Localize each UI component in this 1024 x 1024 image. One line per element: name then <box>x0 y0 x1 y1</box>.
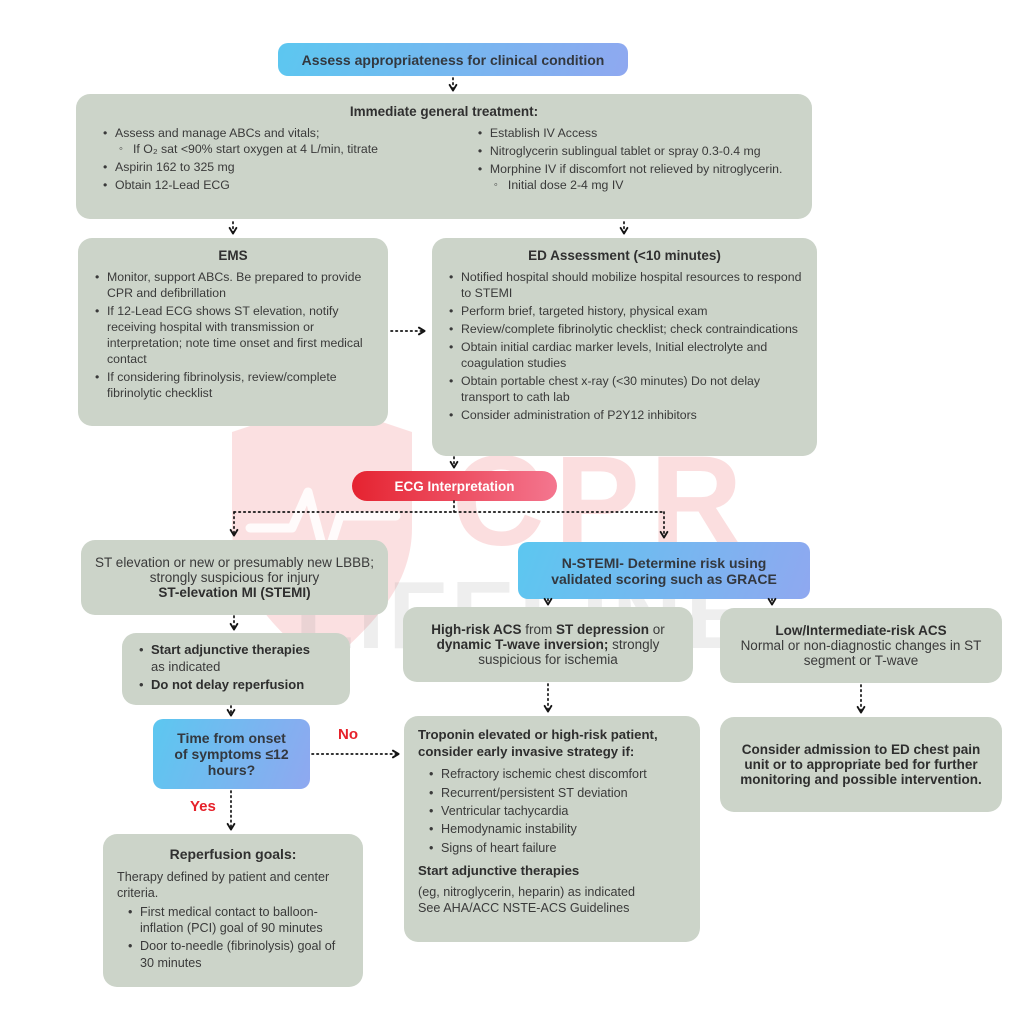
list-item: If considering fibrinolysis, review/comp… <box>92 370 374 402</box>
list-item-text: Morphine IV if discomfort not relieved b… <box>489 161 783 176</box>
list-item: Notified hospital should mobilize hospit… <box>446 270 803 302</box>
immediate-right-bullets: Establish IV Access Nitroglycerin sublin… <box>475 126 798 194</box>
list-item: Obtain portable chest x-ray (<30 minutes… <box>446 374 803 406</box>
node-title: Reperfusion goals: <box>169 846 297 862</box>
stemi-text: ST elevation or new or presumably new LB… <box>95 555 374 585</box>
list-subitem: Initial dose 2-4 mg IV <box>490 178 798 194</box>
list-item: Nitroglycerin sublingual tablet or spray… <box>475 144 798 160</box>
list-item: Start adjunctive therapies as indicated <box>136 642 310 676</box>
list-item: First medical contact to balloon-inflati… <box>125 904 349 937</box>
list-item: Refractory ischemic chest discomfort <box>426 766 686 783</box>
highrisk-normal-1: from <box>521 622 556 637</box>
immediate-columns: Assess and manage ABCs and vitals; If O₂… <box>90 126 798 196</box>
list-item: Assess and manage ABCs and vitals; If O₂… <box>100 126 449 158</box>
reperfusion-intro: Therapy defined by patient and center cr… <box>117 870 330 901</box>
node-highrisk-acs: High-risk ACS from ST depression or dyna… <box>403 607 693 682</box>
troponin-footer-line1: (eg, nitroglycerin, heparin) as indicate… <box>418 885 636 900</box>
troponin-footer-line2: See AHA/ACC NSTE-ACS Guidelines <box>418 901 630 916</box>
list-item: Perform brief, targeted history, physica… <box>446 304 803 320</box>
node-reperfusion: Reperfusion goals: Therapy defined by pa… <box>103 834 363 987</box>
stemi-bold-text: ST-elevation MI (STEMI) <box>158 585 311 600</box>
admission-text: Consider admission to ED chest pain unit… <box>740 742 982 787</box>
node-immediate-treatment: Immediate general treatment: Assess and … <box>76 94 812 219</box>
troponin-title: Troponin elevated or high-risk patient, … <box>418 727 658 760</box>
node-title: ED Assessment (<10 minutes) <box>528 248 721 263</box>
list-item: Hemodynamic instability <box>426 821 686 838</box>
list-item: Aspirin 162 to 325 mg <box>100 160 449 176</box>
list-item-bold: Do not delay reperfusion <box>151 677 305 693</box>
list-item: Obtain initial cardiac marker levels, In… <box>446 340 803 372</box>
list-item: Establish IV Access <box>475 126 798 142</box>
highrisk-bold-2: ST depression <box>555 622 650 637</box>
lowrisk-title: Low/Intermediate-risk ACS <box>775 623 947 638</box>
node-ecg-interpretation: ECG Interpretation <box>352 471 557 501</box>
node-ed-assessment: ED Assessment (<10 minutes) Notified hos… <box>432 238 817 456</box>
list-item: Monitor, support ABCs. Be prepared to pr… <box>92 270 374 302</box>
node-lowrisk-acs: Low/Intermediate-risk ACS Normal or non-… <box>720 608 1002 683</box>
highrisk-normal-3: strongly suspicious for ischemia <box>478 637 660 667</box>
node-time-label: Time from onset of symptoms ≤12 hours? <box>174 730 289 778</box>
troponin-subtitle: Start adjunctive therapies <box>418 863 580 879</box>
highrisk-text: High-risk ACS from ST depression or dyna… <box>417 622 679 667</box>
highrisk-normal-2: or <box>649 622 665 637</box>
list-item: Obtain 12-Lead ECG <box>100 178 449 194</box>
list-item: Review/complete fibrinolytic checklist; … <box>446 322 803 338</box>
node-adjunctive: Start adjunctive therapies as indicated … <box>122 633 350 705</box>
immediate-left-bullets: Assess and manage ABCs and vitals; If O₂… <box>100 126 449 194</box>
ed-bullets: Notified hospital should mobilize hospit… <box>446 270 803 424</box>
troponin-bullets: Refractory ischemic chest discomfort Rec… <box>418 766 686 856</box>
adjunctive-bullets: Start adjunctive therapies as indicated … <box>136 642 310 697</box>
node-assess: Assess appropriateness for clinical cond… <box>278 43 628 76</box>
node-time-decision: Time from onset of symptoms ≤12 hours? <box>153 719 310 789</box>
list-item: Morphine IV if discomfort not relieved b… <box>475 162 798 194</box>
highrisk-bold-3: dynamic T-wave inversion; <box>436 637 609 652</box>
node-nstemi: N-STEMI- Determine risk using validated … <box>518 542 810 599</box>
node-title: Immediate general treatment: <box>349 104 539 119</box>
node-assess-label: Assess appropriateness for clinical cond… <box>301 51 605 68</box>
reperfusion-bullets: First medical contact to balloon-inflati… <box>117 904 349 971</box>
node-stemi: ST elevation or new or presumably new LB… <box>81 540 388 615</box>
node-troponin: Troponin elevated or high-risk patient, … <box>404 716 700 942</box>
yes-label: Yes <box>190 798 216 815</box>
node-ecg-label: ECG Interpretation <box>394 478 515 494</box>
node-ems: EMS Monitor, support ABCs. Be prepared t… <box>78 238 388 426</box>
list-item-text: as indicated <box>151 658 221 674</box>
list-item: Door to-needle (fibrinolysis) goal of 30… <box>125 938 349 971</box>
list-item-bold: Start adjunctive therapies <box>151 641 310 657</box>
shield-logo-icon <box>232 402 412 668</box>
list-item: Ventricular tachycardia <box>426 803 686 820</box>
list-item: If 12-Lead ECG shows ST elevation, notif… <box>92 304 374 368</box>
lowrisk-text: Normal or non-diagnostic changes in ST s… <box>740 638 982 668</box>
list-item: Consider administration of P2Y12 inhibit… <box>446 408 803 424</box>
ems-bullets: Monitor, support ABCs. Be prepared to pr… <box>92 270 374 402</box>
list-item: Do not delay reperfusion <box>136 677 310 694</box>
list-subitem: If O₂ sat <90% start oxygen at 4 L/min, … <box>115 142 449 158</box>
highrisk-bold-1: High-risk ACS <box>431 622 522 637</box>
node-title: EMS <box>218 248 248 263</box>
list-item: Signs of heart failure <box>426 840 686 857</box>
list-item-text: Assess and manage ABCs and vitals; <box>115 126 320 140</box>
node-admission: Consider admission to ED chest pain unit… <box>720 717 1002 812</box>
node-nstemi-label: N-STEMI- Determine risk using validated … <box>551 554 777 587</box>
no-label: No <box>338 726 358 743</box>
list-item: Recurrent/persistent ST deviation <box>426 785 686 802</box>
